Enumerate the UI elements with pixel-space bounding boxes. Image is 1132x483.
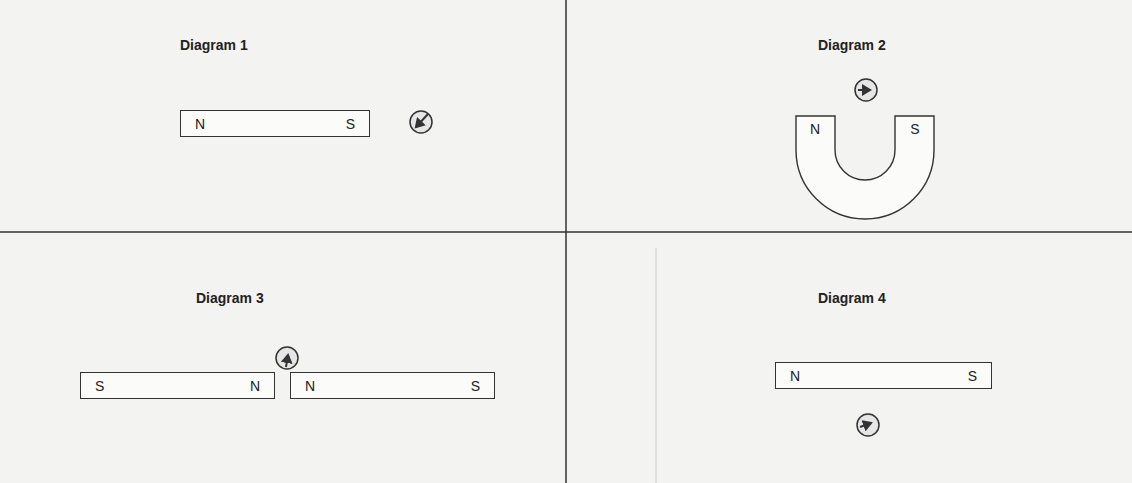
diagram-title: Diagram 2 bbox=[818, 37, 886, 53]
pole-letter: N bbox=[790, 368, 800, 384]
pole-letter: S bbox=[968, 368, 977, 384]
pole-letter: S bbox=[910, 121, 919, 137]
pole-letter: N bbox=[305, 378, 315, 394]
bar-magnet: SN bbox=[80, 372, 275, 399]
compass bbox=[410, 111, 432, 133]
divider bbox=[565, 0, 567, 483]
compass bbox=[276, 347, 298, 369]
horseshoe-magnet: NS bbox=[795, 115, 935, 221]
scan-line bbox=[656, 248, 657, 483]
pole-letter: S bbox=[346, 116, 355, 132]
compass bbox=[855, 79, 877, 101]
bar-magnet: NS bbox=[775, 362, 992, 389]
divider bbox=[0, 231, 1132, 233]
diagram-title: Diagram 1 bbox=[180, 37, 248, 53]
pole-letter: N bbox=[195, 116, 205, 132]
compass bbox=[857, 414, 879, 436]
pole-letter: S bbox=[95, 378, 104, 394]
diagram-title: Diagram 3 bbox=[196, 290, 264, 306]
pole-letter: S bbox=[471, 378, 480, 394]
diagram-title: Diagram 4 bbox=[818, 290, 886, 306]
pole-letter: N bbox=[250, 378, 260, 394]
pole-letter: N bbox=[810, 121, 820, 137]
bar-magnet: NS bbox=[180, 110, 370, 137]
bar-magnet: NS bbox=[290, 372, 495, 399]
